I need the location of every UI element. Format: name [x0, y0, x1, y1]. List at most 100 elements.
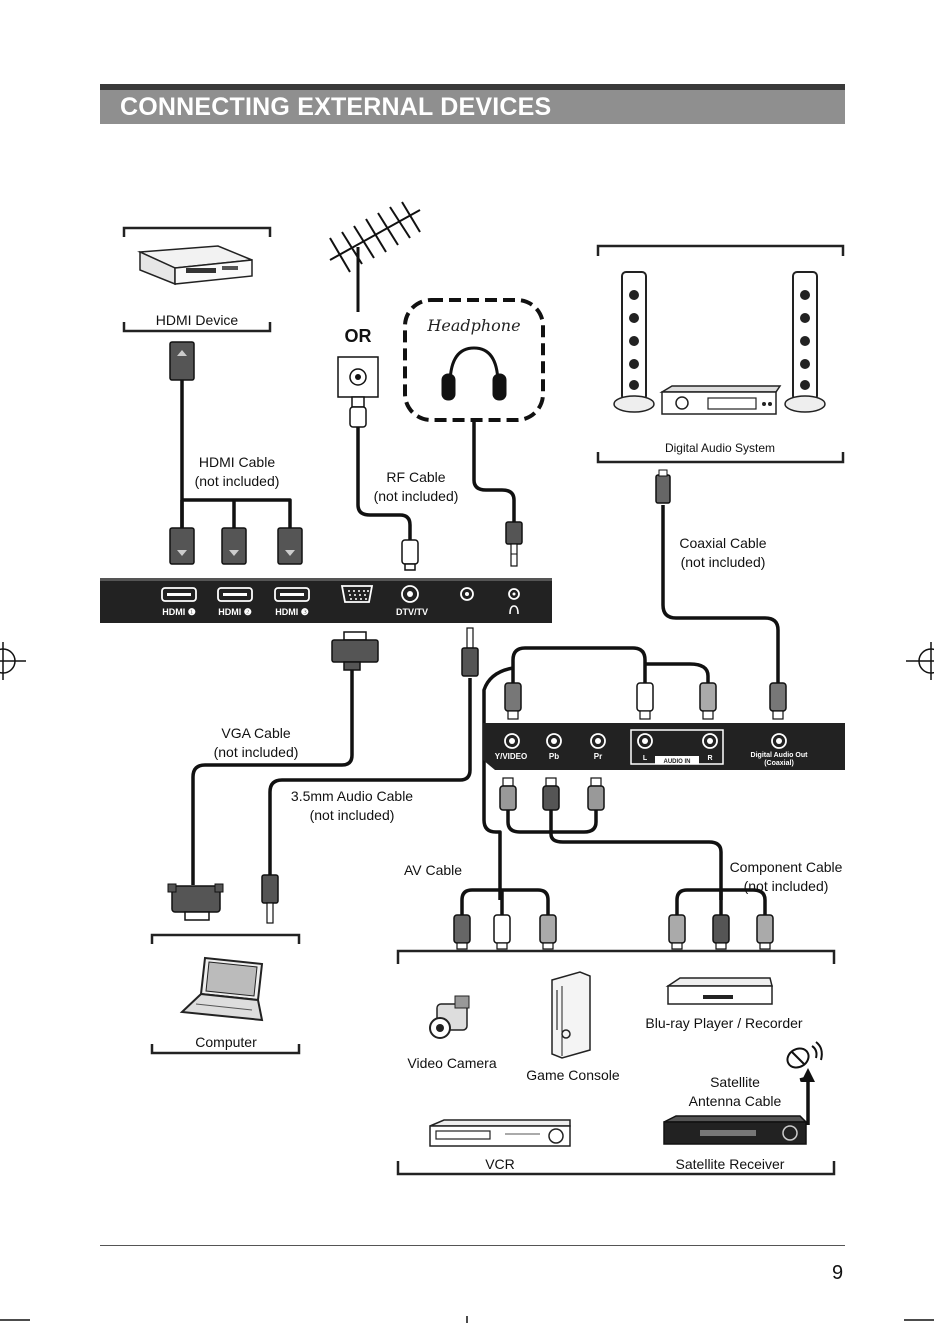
av-cable-label: AV Cable — [404, 862, 462, 878]
rca-plug-yvideo-top — [504, 682, 522, 720]
headphone-frame — [403, 298, 545, 422]
game-console-label: Game Console — [526, 1067, 620, 1083]
antenna-icon — [329, 201, 421, 312]
computer-frame — [150, 933, 301, 1055]
av-plug-3 — [539, 914, 557, 950]
cable-paths — [180, 380, 810, 1125]
tv-side-panel — [483, 723, 845, 770]
rca-plug-l-top — [636, 682, 654, 720]
av-receiver-icon — [659, 385, 782, 415]
component-plug-bottom-3 — [756, 914, 774, 950]
dvd-player-icon — [137, 245, 253, 286]
arrow-up-icon — [801, 1068, 815, 1082]
video-camera-label: Video Camera — [407, 1055, 496, 1071]
vga-cable-label: VGA Cable — [221, 725, 290, 741]
component-plug-bottom-2 — [712, 914, 730, 950]
hdmi-plug-2 — [221, 527, 247, 565]
computer-label: Computer — [195, 1034, 257, 1050]
satellite-receiver-label: Satellite Receiver — [676, 1156, 785, 1172]
headphone-icon — [441, 346, 507, 401]
section-header: CONNECTING EXTERNAL DEVICES — [100, 84, 845, 124]
audio-in-badge — [655, 756, 699, 764]
component-cable-label: Component Cable — [730, 859, 843, 875]
vcr-label: VCR — [485, 1156, 515, 1172]
av-plug-2 — [493, 914, 511, 950]
laptop-icon — [179, 956, 264, 1022]
pb-port — [546, 733, 562, 749]
section-title: CONNECTING EXTERNAL DEVICES — [120, 93, 552, 121]
audio-in-port — [460, 587, 474, 601]
hdmi-device-label: HDMI Device — [156, 312, 239, 328]
coaxial-cable-note: (not included) — [681, 554, 766, 570]
hdmi-port-1 — [161, 587, 197, 602]
digital-audio-out-note: (Coaxial) — [764, 760, 794, 767]
component-plug-y — [499, 777, 517, 811]
rca-plug-r-top — [699, 682, 717, 720]
digital-audio-frame — [596, 244, 845, 464]
vga-plug-computer — [167, 883, 224, 921]
component-cable-note: (not included) — [744, 878, 829, 894]
rf-cable-label: RF Cable — [386, 469, 445, 485]
av-devices-frame — [396, 949, 836, 1176]
hdmi-port-3 — [274, 587, 310, 602]
satellite-label-2: Antenna Cable — [689, 1093, 782, 1109]
speaker-left-icon — [613, 271, 655, 413]
digital-audio-out-port — [771, 733, 787, 749]
dtv-port — [401, 585, 419, 603]
vga-cable-note: (not included) — [214, 744, 299, 760]
hdmi-cable-label: HDMI Cable — [199, 454, 275, 470]
hdmi-cable-note: (not included) — [195, 473, 280, 489]
hdmi-port-2-label: HDMI ❷ — [218, 607, 252, 617]
audio-cable-label: 3.5mm Audio Cable — [291, 788, 413, 804]
pr-port — [590, 733, 606, 749]
audio-cable-note: (not included) — [310, 807, 395, 823]
rf-plug — [401, 539, 419, 571]
rf-cable-note: (not included) — [374, 488, 459, 504]
vcr-icon — [429, 1119, 571, 1147]
game-console-icon — [551, 971, 591, 1059]
hdmi-plug-3 — [277, 527, 303, 565]
bluray-player-icon — [665, 977, 773, 1005]
coax-plug-bottom — [769, 682, 787, 720]
audio-jack-plug-computer — [261, 874, 279, 924]
page-number: 9 — [832, 1262, 844, 1284]
headphone-port — [508, 588, 520, 615]
hdmi-port-2 — [217, 587, 253, 602]
hdmi-device-frame — [122, 226, 272, 333]
hdmi-plug-1 — [169, 527, 195, 565]
audio-in-label: AUDIO IN — [664, 759, 691, 765]
audio-l-port — [637, 733, 653, 749]
vga-plug-top — [331, 631, 379, 671]
digital-audio-out-label: Digital Audio Out — [751, 752, 809, 759]
satellite-label-1: Satellite — [710, 1074, 760, 1090]
vga-port — [340, 585, 374, 603]
pr-port-label: Pr — [594, 752, 602, 761]
component-plug-bottom-1 — [668, 914, 686, 950]
registration-mark-left — [0, 642, 26, 680]
digital-audio-label: Digital Audio System — [665, 441, 775, 455]
headphone-label: Headphone — [426, 316, 520, 335]
hdmi-plug-top — [169, 341, 195, 381]
bluray-label: Blu-ray Player / Recorder — [645, 1015, 803, 1031]
coax-plug-top — [655, 469, 671, 504]
headphone-jack-plug — [505, 521, 523, 567]
hdmi-port-1-label: HDMI ❶ — [162, 607, 196, 617]
satellite-dish-icon — [786, 1041, 823, 1069]
wall-antenna-socket — [337, 356, 379, 428]
coaxial-cable-label: Coaxial Cable — [679, 535, 766, 551]
satellite-receiver-icon — [663, 1115, 808, 1145]
component-plug-pb — [542, 777, 560, 811]
y-video-port — [504, 733, 520, 749]
registration-mark-right — [906, 642, 934, 680]
audio-r-port — [702, 733, 718, 749]
av-plug-1 — [453, 914, 471, 950]
audio-r-label: R — [707, 755, 712, 762]
audio-jack-plug-top — [461, 627, 479, 677]
or-label: OR — [345, 326, 372, 346]
pb-port-label: Pb — [549, 752, 559, 761]
hdmi-port-3-label: HDMI ❸ — [275, 607, 309, 617]
audio-l-label: L — [643, 755, 648, 762]
component-plug-pr — [587, 777, 605, 811]
speaker-right-icon — [784, 271, 826, 413]
